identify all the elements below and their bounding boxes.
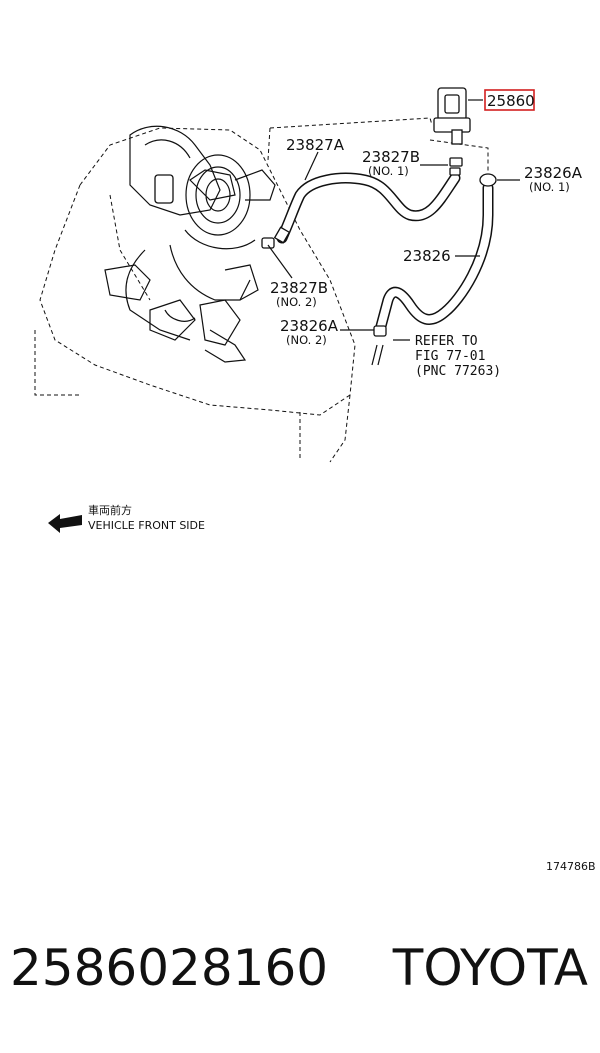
vsv-part-25860 bbox=[433, 87, 483, 145]
hose-23827A bbox=[273, 172, 461, 244]
arrow-left-icon bbox=[48, 514, 82, 533]
label-23826[interactable]: 23826 bbox=[403, 247, 451, 265]
hose-23826 bbox=[374, 182, 494, 336]
label-23826A-no1[interactable]: 23826A bbox=[524, 164, 583, 182]
label-23827B-no1-sub: (NO. 1) bbox=[368, 164, 409, 178]
label-25860[interactable]: 25860 bbox=[487, 92, 535, 110]
label-23827A[interactable]: 23827A bbox=[286, 136, 345, 154]
label-23826A-no2[interactable]: 23826A bbox=[280, 317, 339, 335]
refer-line-1[interactable]: REFER TO bbox=[415, 334, 478, 349]
leader-lines bbox=[267, 151, 520, 341]
part-number: 2586028160 bbox=[10, 939, 329, 997]
refer-line-3[interactable]: (PNC 77263) bbox=[415, 364, 501, 379]
direction-japanese: 車両前方 bbox=[88, 503, 132, 517]
label-23827B-no2-sub: (NO. 2) bbox=[276, 295, 317, 309]
front-direction-indicator: 車両前方 VEHICLE FRONT SIDE bbox=[48, 503, 205, 533]
direction-english: VEHICLE FRONT SIDE bbox=[88, 519, 205, 532]
throttle-body bbox=[104, 125, 276, 363]
label-23827B-no2[interactable]: 23827B bbox=[270, 279, 328, 297]
footer: 2586028160 TOYOTA bbox=[0, 938, 600, 1008]
label-23826A-no1-sub: (NO. 1) bbox=[529, 180, 570, 194]
engine-outline bbox=[34, 117, 489, 463]
brand-name: TOYOTA bbox=[392, 939, 588, 997]
clamps bbox=[261, 157, 497, 366]
highlight-box bbox=[484, 89, 535, 111]
label-23827B-no1[interactable]: 23827B bbox=[362, 148, 420, 166]
label-23826A-no2-sub: (NO. 2) bbox=[286, 333, 327, 347]
refer-line-2[interactable]: FIG 77-01 bbox=[415, 349, 485, 364]
figure-code: 174786B bbox=[546, 860, 596, 873]
